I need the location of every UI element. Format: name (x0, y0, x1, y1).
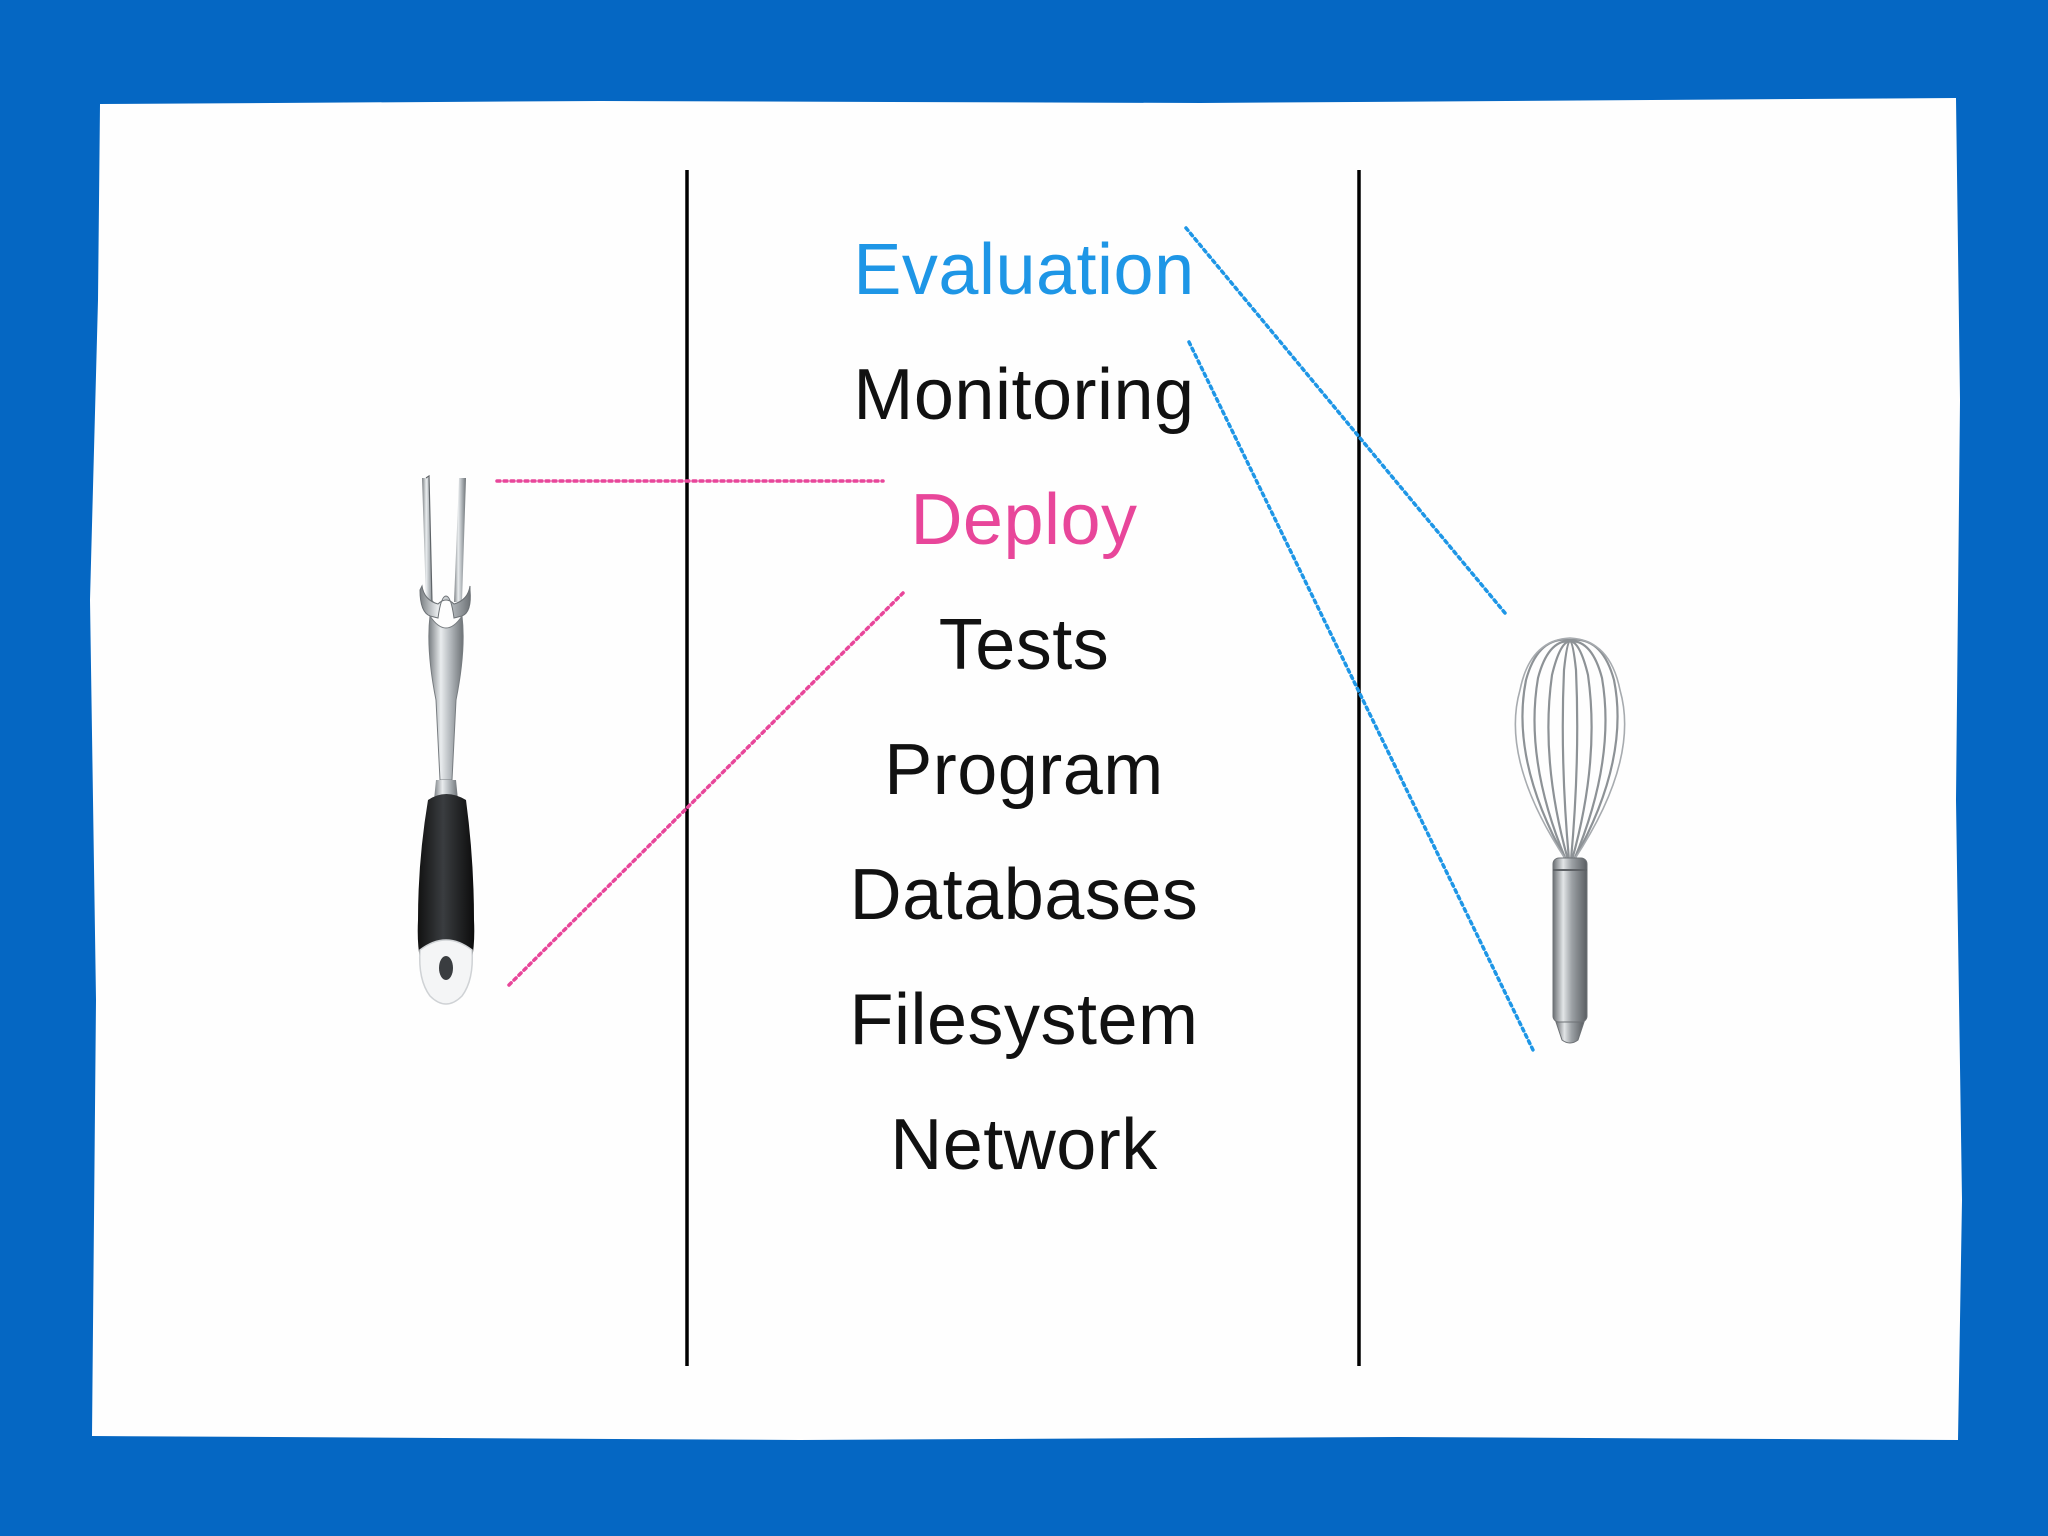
stack-item-evaluation: Evaluation (853, 230, 1195, 310)
stack-item-deploy: Deploy (910, 480, 1138, 560)
slide-panel (90, 98, 1962, 1440)
stack-item-databases: Databases (849, 855, 1199, 935)
connector-whisk-evaluation (1184, 226, 1507, 615)
carving-fork-icon (417, 474, 475, 1005)
whisk-handle (1552, 857, 1588, 1044)
connector-whisk-monitoring (1187, 340, 1535, 1052)
stack-item-program: Program (884, 730, 1164, 810)
connector-fork-deploy-bottom (507, 591, 905, 987)
whisk-icon (1514, 637, 1626, 861)
stack-item-filesystem: Filesystem (849, 980, 1199, 1060)
stack-item-tests: Tests (938, 605, 1110, 685)
stack-item-monitoring: Monitoring (853, 355, 1195, 435)
stack-item-network: Network (890, 1105, 1158, 1185)
